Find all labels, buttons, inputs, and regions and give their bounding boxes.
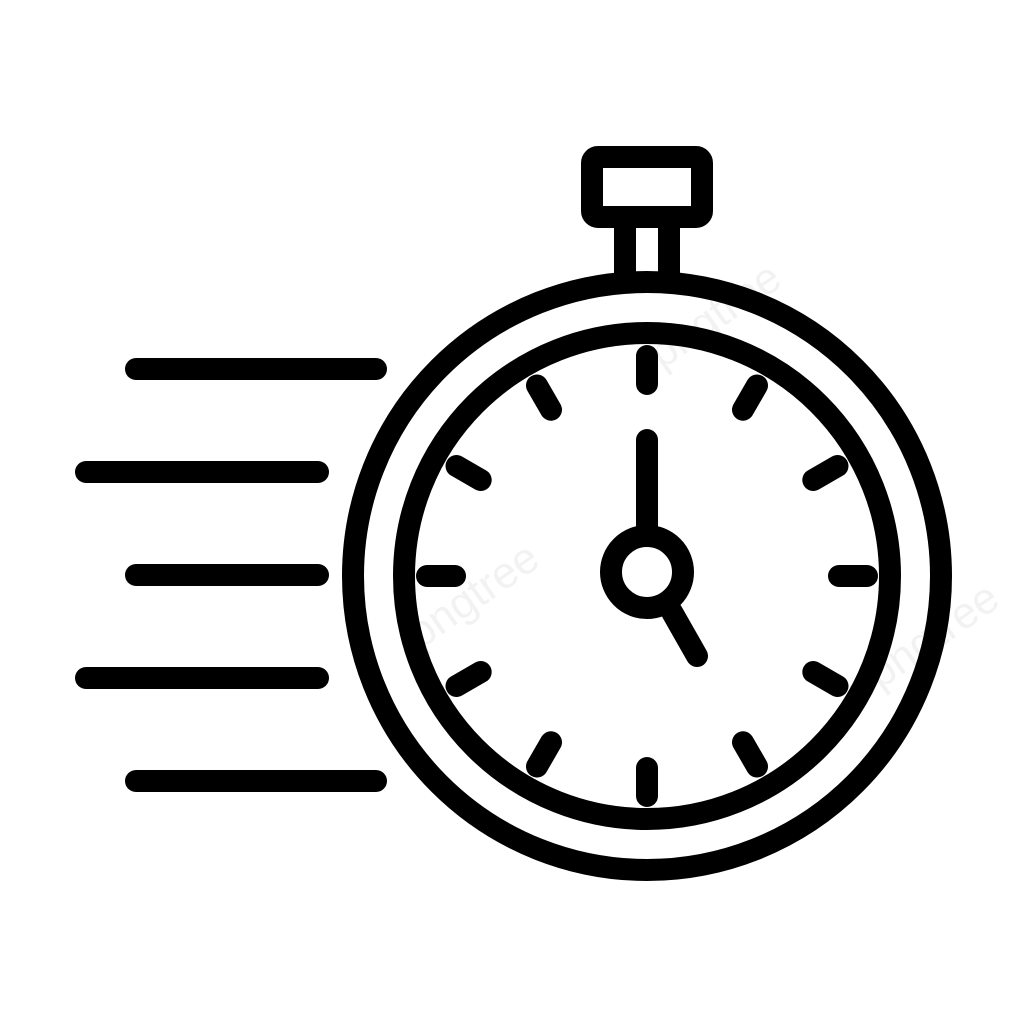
tick-mark bbox=[802, 661, 849, 697]
inner-dial bbox=[393, 322, 901, 830]
dial-ticks bbox=[416, 345, 878, 807]
tick-mark bbox=[526, 374, 562, 421]
tick-mark bbox=[526, 731, 562, 778]
tick-mark bbox=[732, 731, 768, 778]
hour-hand bbox=[661, 601, 708, 667]
crown-button bbox=[581, 146, 713, 228]
speed-lines bbox=[75, 358, 387, 792]
tick-mark bbox=[445, 661, 492, 697]
stopwatch-hands bbox=[600, 429, 708, 667]
tick-mark bbox=[802, 455, 849, 491]
center-pivot bbox=[600, 525, 694, 619]
stopwatch-crown bbox=[581, 146, 713, 282]
tick-mark bbox=[732, 374, 768, 421]
tick-mark bbox=[445, 455, 492, 491]
